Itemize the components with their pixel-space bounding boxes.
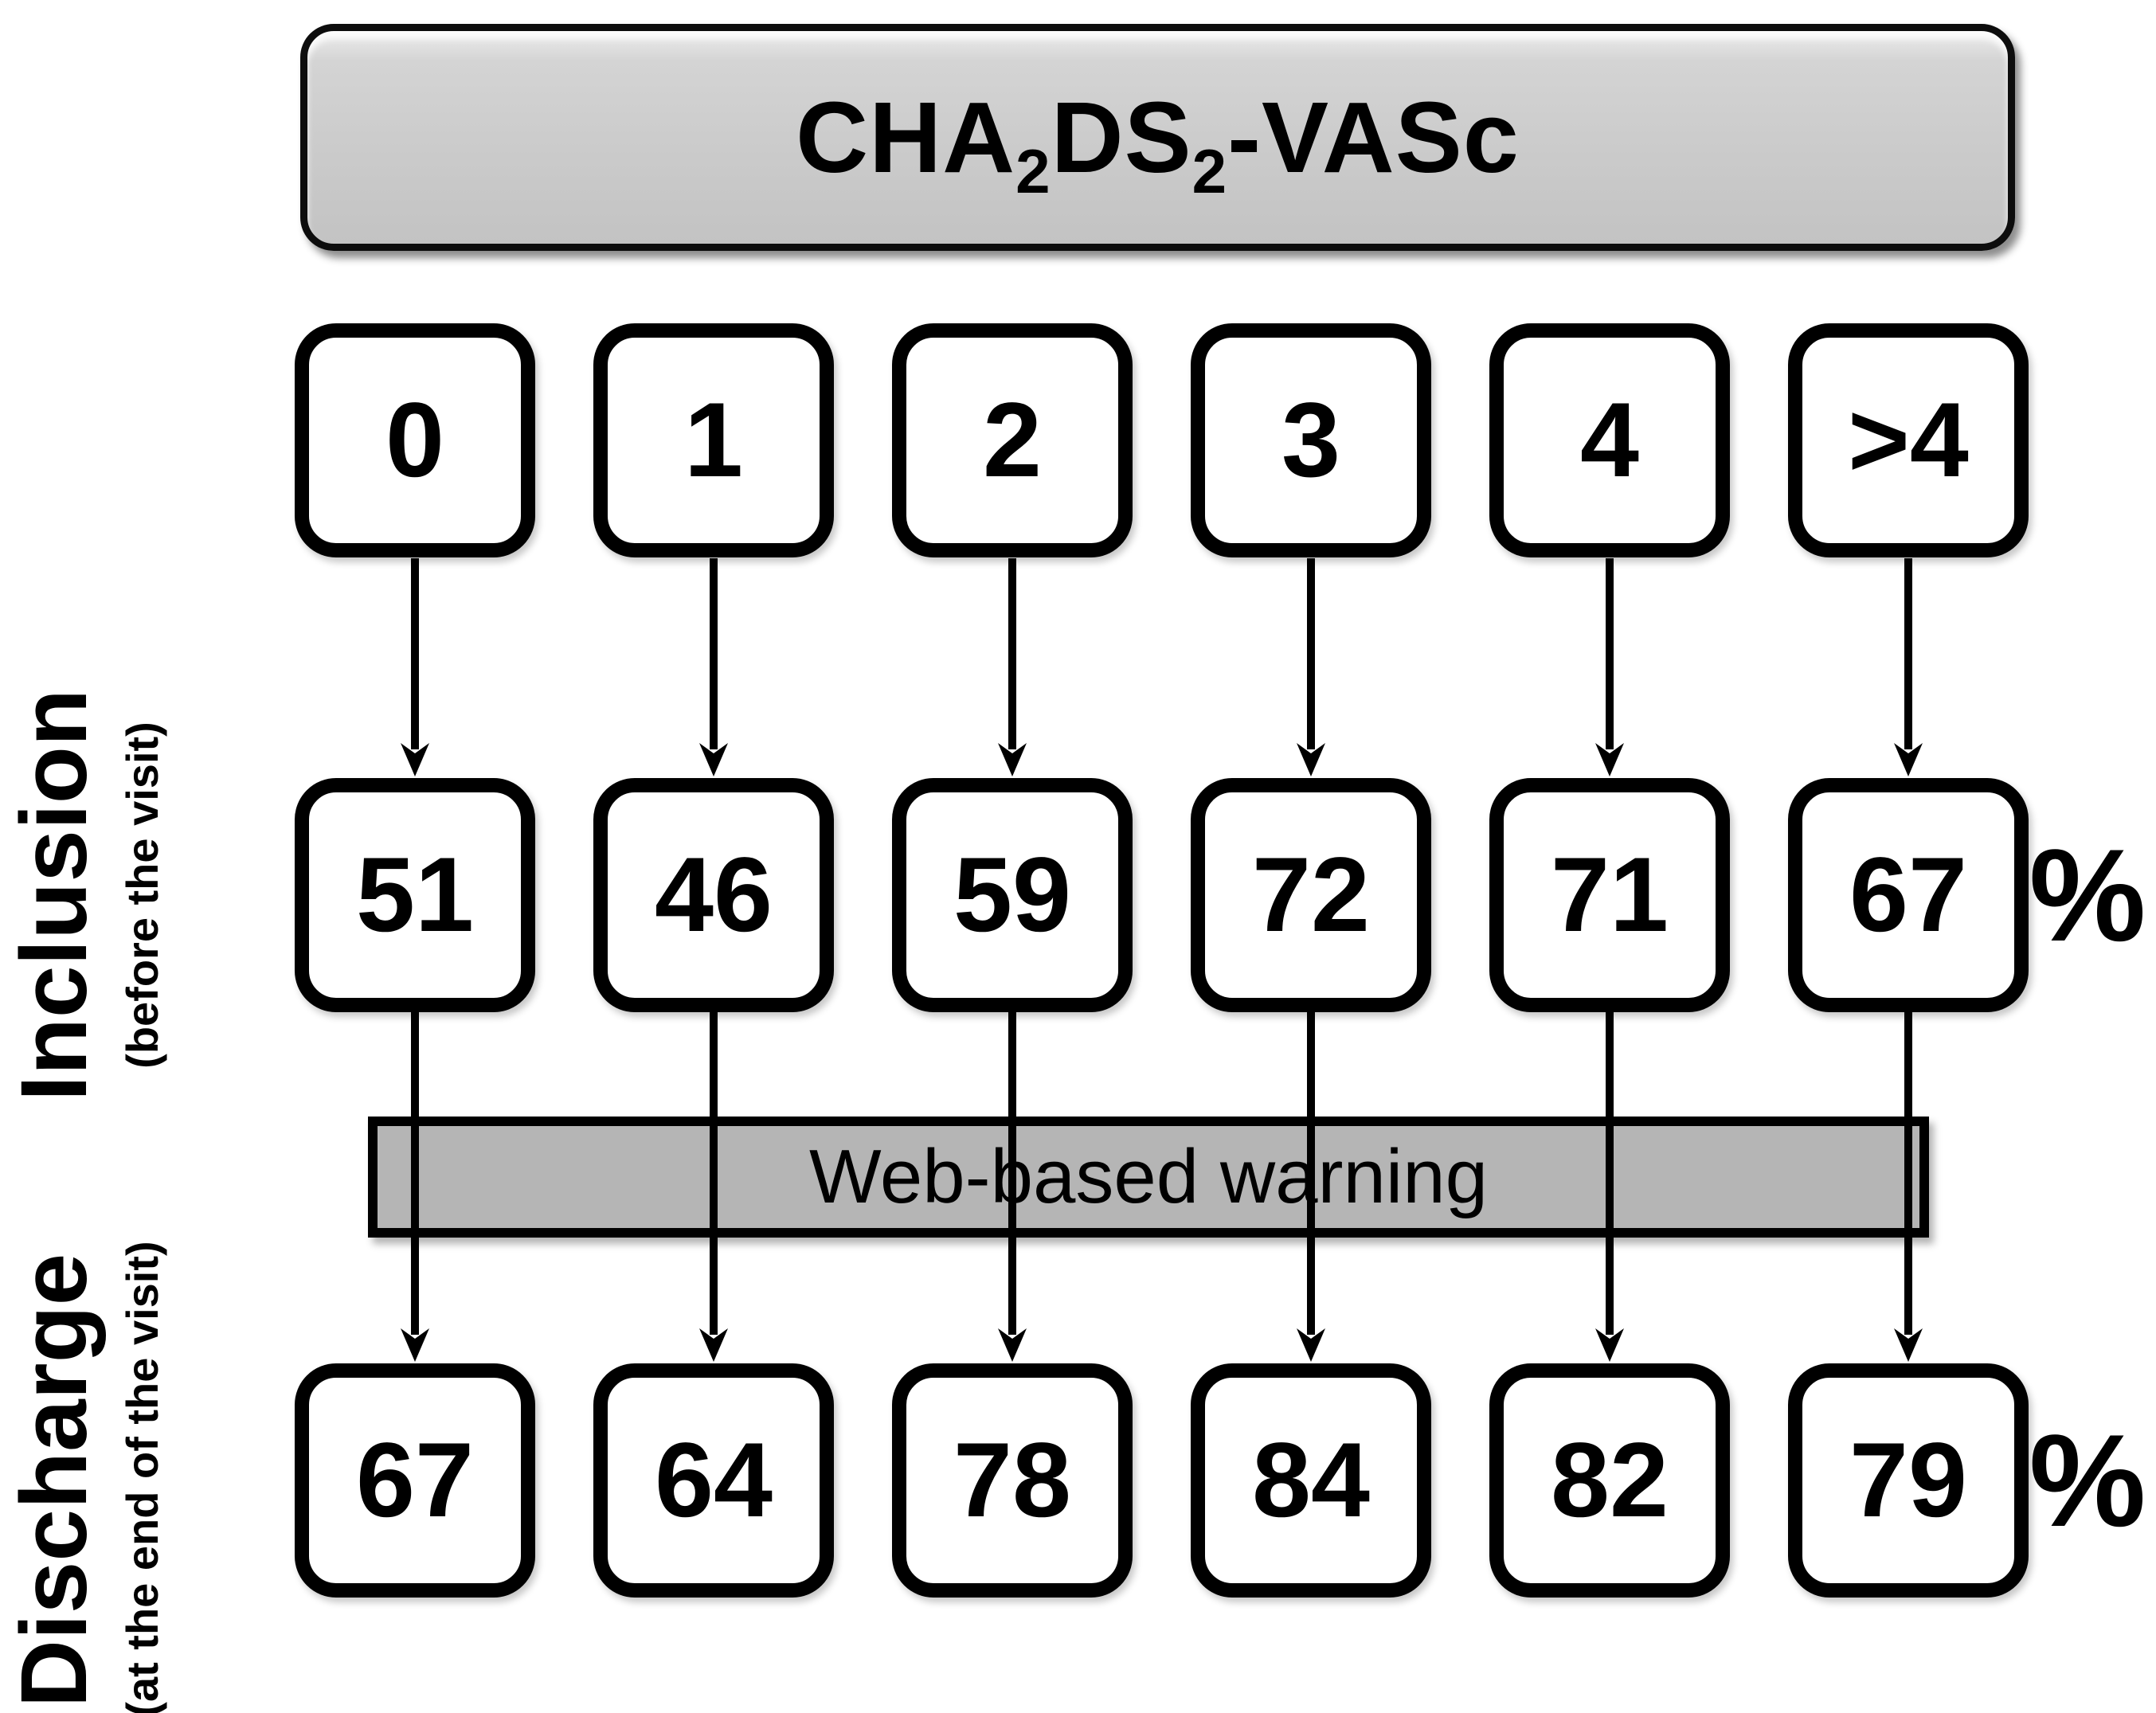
inclusion-box-2: 59 [892,778,1133,1012]
inclusion-value: 72 [1252,836,1370,954]
inclusion-value: 51 [356,836,474,954]
score-value: >4 [1848,381,1969,499]
score-value: 2 [983,381,1042,499]
arrow-inclusion-to-discharge-5 [1894,1012,1923,1362]
discharge-box-0: 67 [295,1363,535,1598]
discharge-percent-sign: % [2029,1406,2146,1554]
score-value: 1 [684,381,743,499]
title-seg-2: DS [1051,80,1192,194]
inclusion-value: 46 [655,836,773,954]
title-banner: CHA2DS2-VASc [300,24,2015,251]
arrow-inclusion-to-discharge-3 [1297,1012,1325,1362]
discharge-box-1: 64 [593,1363,834,1598]
inclusion-value: 71 [1551,836,1669,954]
arrow-score-to-inclusion-1 [699,558,728,776]
arrow-score-to-inclusion-3 [1297,558,1325,776]
discharge-box-3: 84 [1191,1363,1431,1598]
arrow-score-to-inclusion-4 [1595,558,1624,776]
discharge-value: 79 [1849,1422,1967,1539]
inclusion-box-3: 72 [1191,778,1431,1012]
arrow-inclusion-to-discharge-2 [998,1012,1027,1362]
score-box-4: 4 [1489,323,1730,557]
discharge-box-5: 79 [1788,1363,2029,1598]
arrow-inclusion-to-discharge-0 [401,1012,429,1362]
discharge-value: 67 [356,1422,474,1539]
arrow-inclusion-to-discharge-4 [1595,1012,1624,1362]
arrow-score-to-inclusion-5 [1894,558,1923,776]
inclusion-box-4: 71 [1489,778,1730,1012]
inclusion-box-1: 46 [593,778,834,1012]
inclusion-box-5: 67 [1788,778,2029,1012]
discharge-box-2: 78 [892,1363,1133,1598]
discharge-value: 78 [953,1422,1071,1539]
discharge-value: 84 [1252,1422,1370,1539]
discharge-value: 82 [1551,1422,1669,1539]
discharge-row-label: Discharge [2,1253,107,1708]
title-subscript-2: 2 [1191,135,1228,206]
inclusion-value: 59 [953,836,1071,954]
inclusion-percent-sign: % [2029,821,2146,968]
score-box-3: 3 [1191,323,1431,557]
score-box-1: 1 [593,323,834,557]
title-seg-1: CHA [796,80,1016,194]
web-based-warning-bar: Web-based warning [368,1117,1929,1238]
inclusion-row-label: Inclusion [2,689,107,1101]
score-value: 3 [1281,381,1340,499]
score-value: 4 [1580,381,1639,499]
title-subscript-1: 2 [1015,135,1051,206]
inclusion-row-sublabel: (before the visit) [116,722,167,1069]
score-box-0: 0 [295,323,535,557]
arrow-score-to-inclusion-2 [998,558,1027,776]
arrow-score-to-inclusion-0 [401,558,429,776]
title-text: CHA2DS2-VASc [796,87,1520,201]
discharge-box-4: 82 [1489,1363,1730,1598]
discharge-value: 64 [655,1422,773,1539]
score-box-2: 2 [892,323,1133,557]
inclusion-box-0: 51 [295,778,535,1012]
discharge-row-sublabel: (at the end of the visit) [116,1241,167,1713]
arrow-inclusion-to-discharge-1 [699,1012,728,1362]
score-box-gt4: >4 [1788,323,2029,557]
web-based-warning-label: Web-based warning [808,1134,1489,1219]
inclusion-value: 67 [1849,836,1967,954]
title-seg-3: -VASc [1227,80,1520,194]
score-value: 0 [385,381,444,499]
